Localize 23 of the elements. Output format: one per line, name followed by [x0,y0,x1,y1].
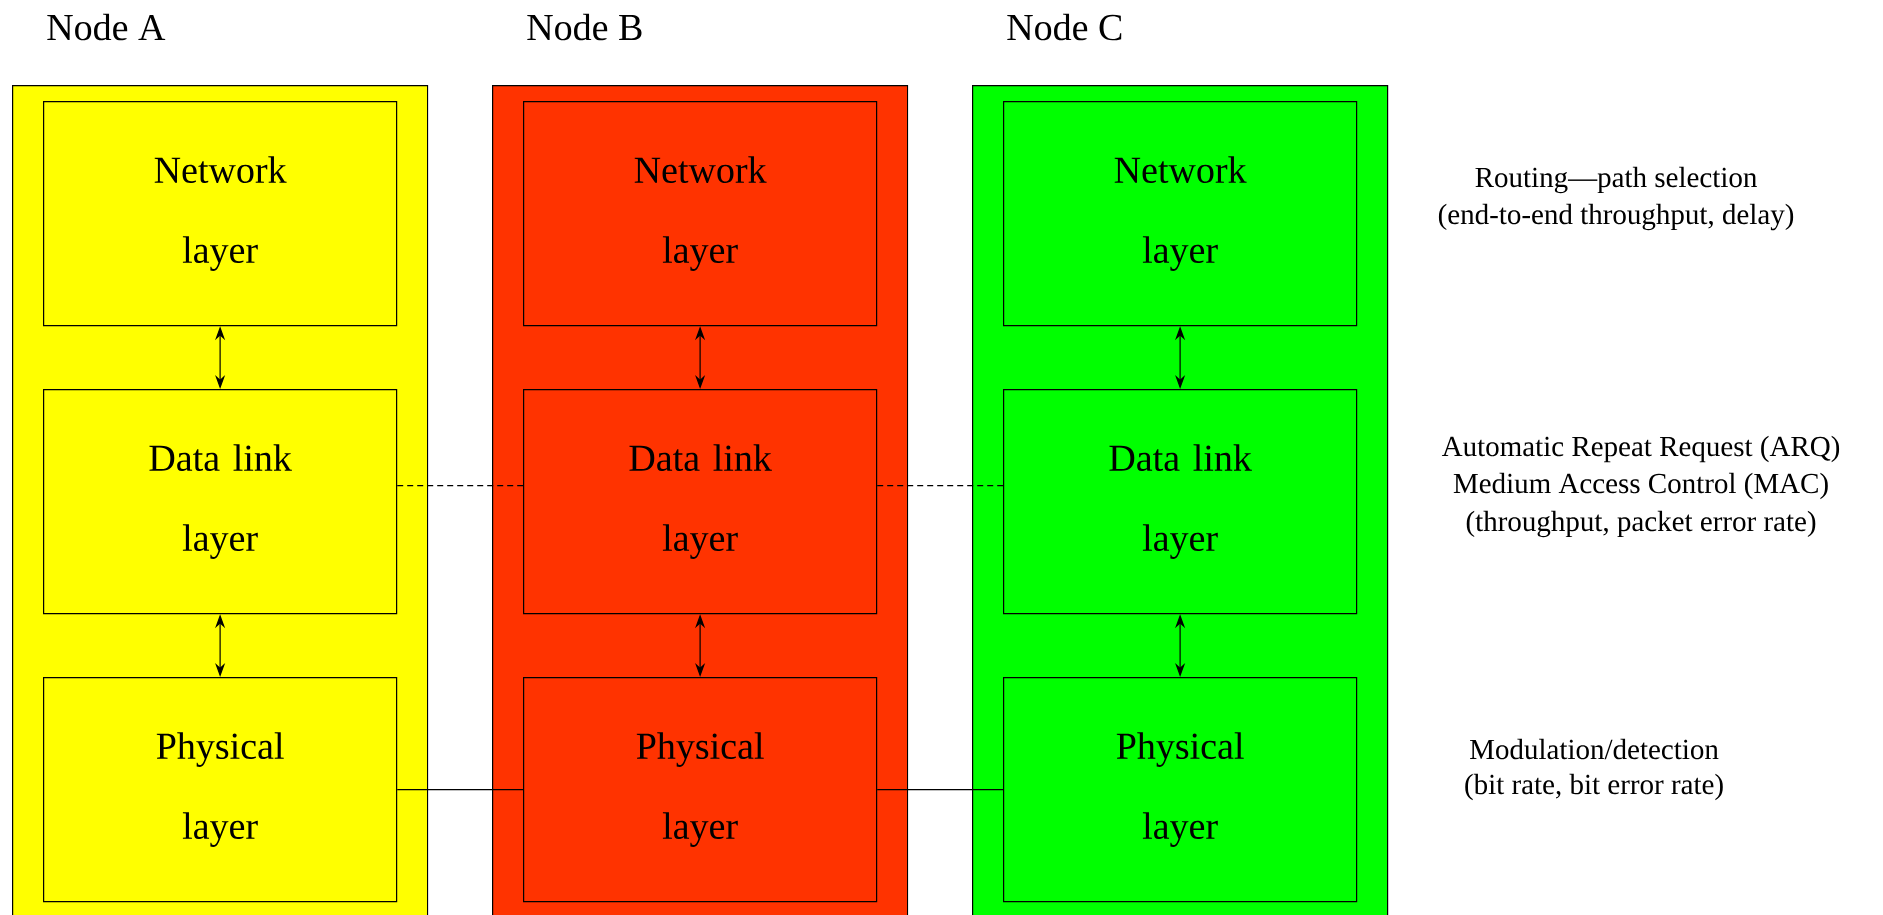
annotation-text: Routing—path selection [1475,166,1757,194]
layer-box: Data link layer [1003,389,1358,615]
node-label: Node C [1007,13,1122,41]
connector [396,789,524,791]
layer-box: Physical layer [1003,677,1358,903]
layer-box: Data link layer [523,389,878,615]
annotation-text: Automatic Repeat Request (ARQ) [1441,435,1840,463]
annotation-text: (end-to-end throughput, delay) [1438,203,1794,231]
annotation-text: Medium Access Control (MAC) [1453,472,1828,500]
node-label: Node A [47,13,166,41]
node-label: Node B [527,13,642,41]
layer-box: Network layer [523,101,878,327]
annotation-text: Modulation/detection [1470,738,1719,760]
connector [876,789,1004,791]
annotation-text: (throughput, packet error rate) [1466,510,1816,538]
annotation-text: (bit rate, bit error rate) [1465,773,1723,801]
layer-box: Physical layer [43,677,398,903]
layer-box: Physical layer [523,677,878,903]
connector [396,485,524,487]
layer-box: Data link layer [43,389,398,615]
connector [876,485,1004,487]
layer-box: Network layer [1003,101,1358,327]
layer-box: Network layer [43,101,398,327]
